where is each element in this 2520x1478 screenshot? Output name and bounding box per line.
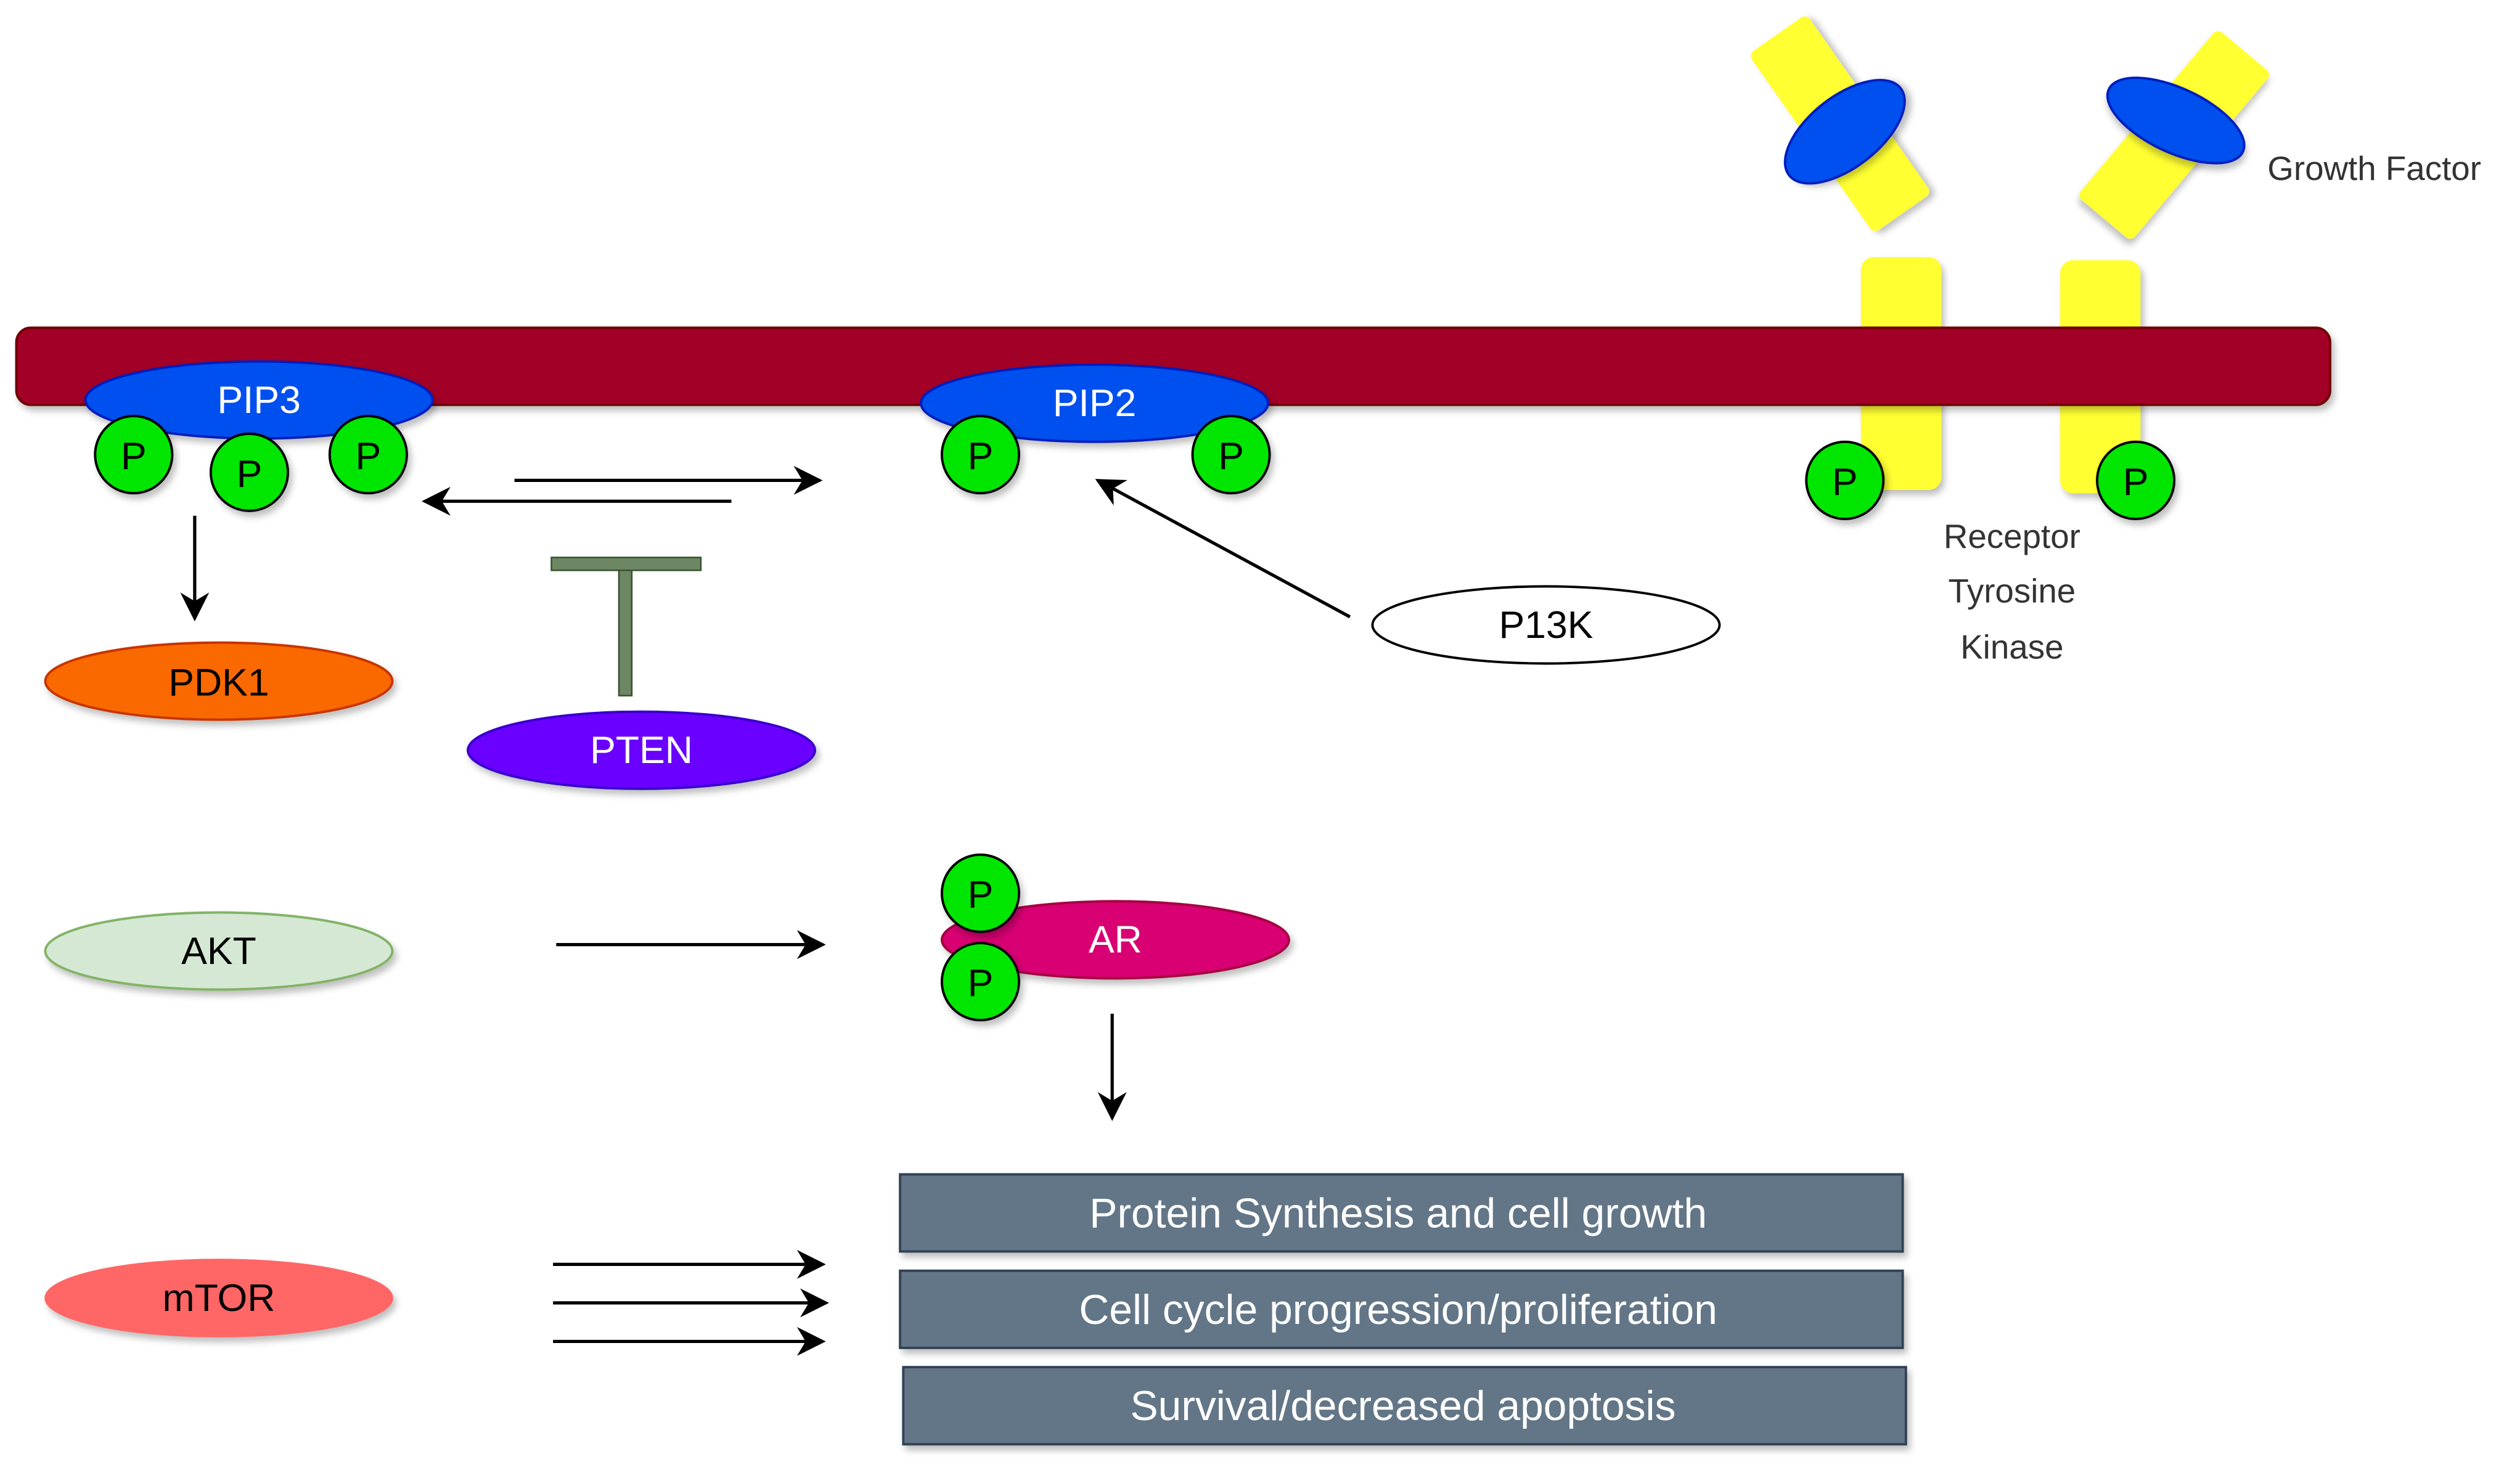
pip2-ellipse [920,363,1269,443]
phospho-circle [209,432,290,512]
phospho-label: P [1218,435,1244,478]
ar-phospho-2: P [940,942,1020,1022]
phospho-circle [940,853,1020,933]
outcome-box-rect [899,1269,1904,1349]
phospho-circle [328,415,408,495]
akt-ellipse [44,911,394,991]
receptor-phospho-group-right: P [2096,440,2176,520]
phospho-label: P [1832,460,1858,504]
phospho-label: P [121,435,147,478]
phospho-circle [2096,440,2176,520]
outcome-box-rect [899,1173,1904,1253]
ar-node: AR [940,900,1290,980]
receptor-label-line1: Receptor [1944,517,2080,555]
receptor-label-line2: Tyrosine [1948,571,2076,610]
ar-phospho-1: P [940,853,1020,933]
outcome-box-protein-synthesis: Protein Synthesis and cell growth [899,1173,1904,1253]
outcome-box-cell-cycle: Cell cycle progression/proliferation [899,1269,1904,1349]
phospho-circle [940,415,1020,495]
receptor-tyrosine-kinase [1751,16,2269,494]
phospho-circle [940,942,1020,1022]
pten-node: PTEN [467,710,816,790]
arrow-p13k-to-pip2 [1095,479,1351,619]
phospho-circle [1805,440,1885,520]
growth-factor-right [2106,76,2246,165]
phospho-circle [1191,415,1271,495]
growth-factor-left [1783,78,1906,185]
pip3-label: PIP3 [217,378,301,422]
pip2-label: PIP2 [1053,382,1137,425]
inhibition-crossbar [550,557,702,571]
p13k-node: P13K [1371,585,1721,665]
phospho-label: P [237,452,263,496]
pdk1-ellipse [44,641,394,721]
mtor-label: mTOR [162,1276,275,1320]
growth-factor-label: Growth Factor [2267,149,2481,187]
outcome-box-label: Survival/decreased apoptosis [1130,1383,1675,1429]
phospho-label: P [968,435,994,478]
ar-ellipse [940,900,1290,980]
outcome-box-label: Protein Synthesis and cell growth [1089,1190,1707,1236]
pip2-phospho-2: P [1191,415,1271,495]
pten-ellipse [467,710,816,790]
phospho-label: P [968,873,994,917]
akt-label: AKT [181,929,256,973]
p13k-label: P13K [1499,603,1593,647]
inhibition-stem [618,570,633,696]
pten-label: PTEN [590,729,693,772]
phospho-label: P [356,435,382,478]
phospho-label: P [2123,460,2149,504]
ar-label: AR [1089,918,1142,962]
phospho-circle [94,415,174,495]
pip3-phospho-2: P [209,432,290,512]
receptor-label-line3: Kinase [1960,628,2063,666]
pdk1-label: PDK1 [168,661,269,704]
phospho-label: P [968,962,994,1005]
pip2-phospho-1: P [940,415,1020,495]
mtor-ellipse [44,1259,393,1337]
p13k-ellipse [1371,585,1721,665]
outcome-box-label: Cell cycle progression/proliferation [1079,1287,1717,1333]
outcome-box-rect [902,1366,1907,1446]
akt-node: AKT [44,911,394,991]
pip2-node: PIP2 [920,363,1269,443]
pdk1-node: PDK1 [44,641,394,721]
outcome-box-survival: Survival/decreased apoptosis [902,1366,1907,1446]
pip3-phospho-1: P [94,415,174,495]
receptor-phospho-group-left: P [1805,440,1885,520]
pip3-phospho-3: P [328,415,408,495]
mtor-node: mTOR [44,1259,393,1337]
pten-inhibition-bar [550,557,702,696]
